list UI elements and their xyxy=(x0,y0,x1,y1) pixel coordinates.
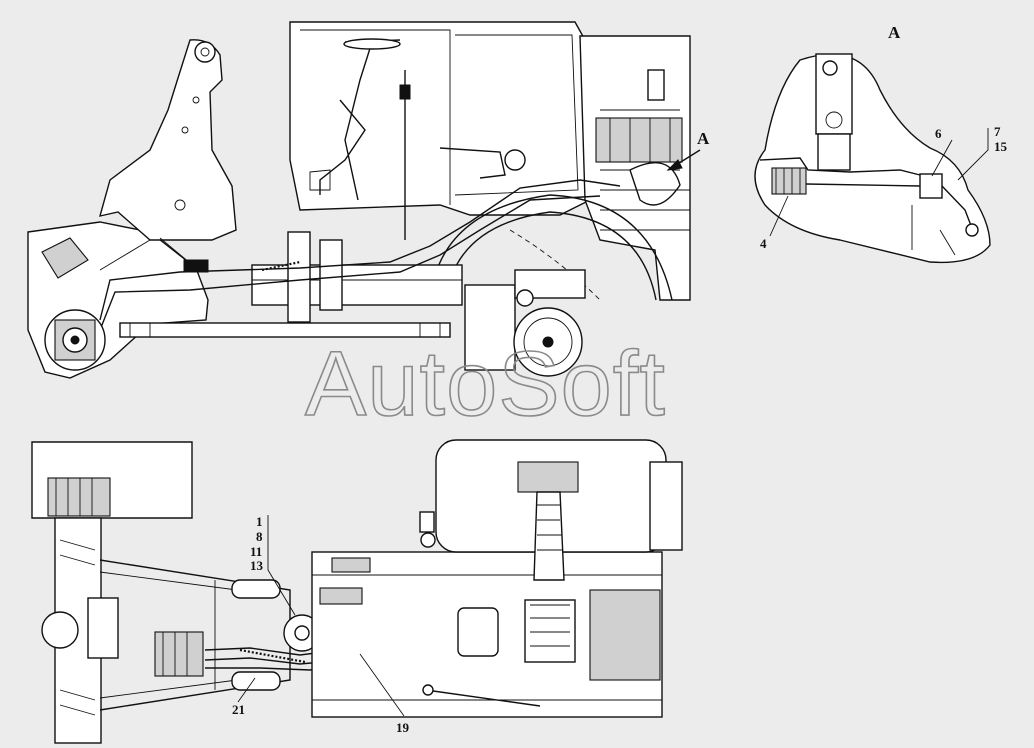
plan-spring-top xyxy=(420,532,436,548)
lift-arm-pin-center xyxy=(200,47,210,57)
cab-door xyxy=(300,29,451,205)
air-filter xyxy=(629,162,681,206)
seat-hinge xyxy=(504,149,526,171)
front-fender-inner xyxy=(445,211,657,301)
plan-engine xyxy=(589,589,661,681)
engine-lines xyxy=(600,189,690,231)
view-a-cable xyxy=(805,183,921,187)
detail-view-a: A 6 7 15 4 A xyxy=(666,23,1008,264)
view-a-title: A xyxy=(888,23,901,42)
callout-a-4: 4 xyxy=(760,236,767,251)
valve-sections xyxy=(162,632,188,676)
lift-arm-pin xyxy=(194,41,216,63)
rear-wheel-hub xyxy=(47,477,111,517)
arm-bolt-2 xyxy=(192,96,200,104)
lift-arm xyxy=(99,39,237,241)
exhaust xyxy=(647,69,665,101)
frame-link-bottom xyxy=(231,671,281,691)
leader-p-1 xyxy=(267,515,296,616)
rear-wheel-bolts xyxy=(55,478,93,516)
callout-p-13: 13 xyxy=(250,558,264,573)
plan-rod xyxy=(425,689,541,707)
watermark: AutoSoft xyxy=(305,333,666,435)
fender-shade xyxy=(41,237,89,279)
leader-p-19 xyxy=(359,653,405,717)
view-a-pin xyxy=(822,60,838,76)
engine-block xyxy=(595,117,683,163)
drive-shaft xyxy=(119,322,451,338)
callout-a-7: 7 xyxy=(994,124,1001,139)
view-a-thread xyxy=(775,168,801,194)
plan-shaft-ribs xyxy=(537,504,562,551)
plan-rod-pin xyxy=(422,684,434,696)
plan-gearbox-ribs xyxy=(530,604,570,647)
callout-p-11: 11 xyxy=(250,544,262,559)
axle-hub xyxy=(41,611,79,649)
rear-hub-axle xyxy=(70,335,80,345)
cab-block xyxy=(309,169,331,191)
callout-p-1: 1 xyxy=(256,514,263,529)
hose-spring xyxy=(239,648,306,664)
callout-a-15: 15 xyxy=(994,139,1008,154)
plan-shaft xyxy=(533,491,565,581)
axle-ribs xyxy=(59,539,96,716)
arm-bolt xyxy=(181,126,189,134)
plan-damper xyxy=(419,511,435,533)
leader-a-4 xyxy=(769,195,789,237)
transfer-case xyxy=(464,284,516,371)
plan-block-2 xyxy=(319,587,363,605)
frame-bracket-2 xyxy=(319,239,343,311)
frame-link-top xyxy=(231,579,281,599)
view-a-nut xyxy=(771,167,807,195)
view-a-rod xyxy=(759,157,921,176)
front-fender-plan xyxy=(649,461,683,551)
front-pin xyxy=(516,289,534,307)
view-a-block xyxy=(817,133,851,171)
plan-view: 1 8 11 13 21 19 xyxy=(31,439,683,744)
articulation-pin xyxy=(294,625,310,641)
hydraulic-line-upper xyxy=(99,179,621,321)
callout-a-6: 6 xyxy=(935,126,942,141)
frame-rail xyxy=(251,264,463,306)
front-hub-center xyxy=(542,336,554,348)
pedal-linkage xyxy=(319,99,366,195)
view-a-outline xyxy=(754,53,991,264)
view-a-marker: A xyxy=(697,129,710,148)
plan-block xyxy=(331,557,371,573)
arm-bolt-3 xyxy=(174,199,186,211)
leader-p-21 xyxy=(237,677,256,703)
view-a-detail xyxy=(911,205,956,256)
spring-hose xyxy=(261,260,301,272)
side-view xyxy=(27,21,691,379)
valve-block xyxy=(183,259,209,273)
cab-window xyxy=(454,34,579,196)
hidden-line xyxy=(509,229,601,301)
differential xyxy=(87,597,119,659)
lever-knob xyxy=(399,84,411,100)
callout-p-8: 8 xyxy=(256,529,263,544)
front-hub-ring xyxy=(523,317,573,367)
front-frame-lines xyxy=(312,574,662,701)
view-a-clamp xyxy=(919,173,943,199)
view-a-hole xyxy=(825,111,843,129)
plan-gearbox xyxy=(524,599,576,663)
view-a-arrowhead xyxy=(666,159,683,171)
callout-p-21: 21 xyxy=(232,702,245,717)
seat-bracket xyxy=(439,147,506,179)
steering-wheel xyxy=(343,38,401,50)
leader-a-7 xyxy=(957,128,989,181)
callout-p-19: 19 xyxy=(396,720,410,735)
shaft-joints xyxy=(129,323,441,337)
cab-outline xyxy=(289,21,591,216)
valve-bank xyxy=(154,631,204,677)
plan-pump xyxy=(457,607,499,657)
hydraulic-line-lower xyxy=(99,195,601,331)
front-wheel-hub xyxy=(517,461,579,493)
view-a-arm-pin xyxy=(965,223,979,237)
leader-a-6 xyxy=(931,139,953,177)
frame-bracket xyxy=(287,231,311,323)
